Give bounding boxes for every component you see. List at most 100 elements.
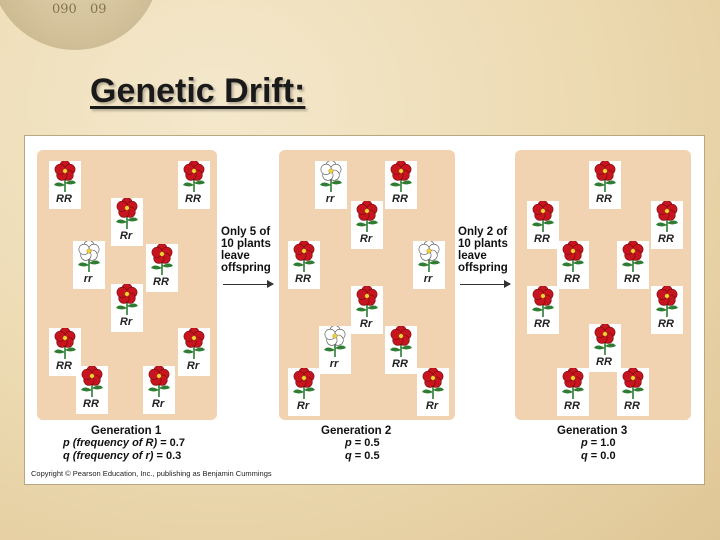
- genotype-label: RR: [153, 276, 169, 288]
- red-flower-icon: [386, 160, 416, 198]
- drift-note-2: Only 2 of 10 plants leave offspring: [458, 226, 508, 274]
- plant: RR: [49, 160, 81, 209]
- red-flower-icon: [179, 327, 209, 365]
- red-flower-icon: [77, 365, 107, 403]
- plant: RR: [178, 160, 210, 209]
- copyright-notice: Copyright © Pearson Education, Inc., pub…: [31, 469, 272, 478]
- genotype-label: rr: [325, 193, 335, 205]
- genotype-label: rr: [83, 273, 93, 285]
- plant: Rr: [111, 283, 143, 332]
- red-flower-icon: [289, 240, 319, 278]
- genotype-label: RR: [564, 273, 580, 285]
- genetic-drift-figure: Only 5 of 10 plants leave offspring Only…: [24, 135, 705, 485]
- genotype-label: Rr: [186, 360, 200, 372]
- plant: Rr: [111, 197, 143, 246]
- genotype-label: RR: [56, 360, 72, 372]
- white-flower-icon: [414, 240, 444, 278]
- genotype-label: Rr: [119, 230, 133, 242]
- red-flower-icon: [618, 367, 648, 405]
- plant: RR: [76, 365, 108, 414]
- plant: RR: [527, 285, 559, 334]
- plant: RR: [146, 243, 178, 292]
- genotype-label: RR: [596, 193, 612, 205]
- red-flower-icon: [528, 200, 558, 238]
- white-flower-icon: [74, 240, 104, 278]
- red-flower-icon: [590, 323, 620, 361]
- genotype-label: Rr: [359, 318, 373, 330]
- red-flower-icon: [558, 367, 588, 405]
- arrow-right-icon: [460, 280, 511, 288]
- drift-note-1: Only 5 of 10 plants leave offspring: [221, 226, 271, 274]
- genotype-label: RR: [658, 233, 674, 245]
- genotype-label: RR: [83, 398, 99, 410]
- white-flower-icon: [320, 325, 350, 363]
- plant: Rr: [143, 365, 175, 414]
- plant: RR: [617, 240, 649, 289]
- generation-2-title: Generation 2: [321, 425, 392, 437]
- red-flower-icon: [50, 327, 80, 365]
- generation-3-title: Generation 3: [557, 425, 628, 437]
- plant: RR: [557, 240, 589, 289]
- red-flower-icon: [652, 285, 682, 323]
- genotype-label: RR: [56, 193, 72, 205]
- genotype-label: RR: [624, 400, 640, 412]
- plant: RR: [589, 160, 621, 209]
- plant: RR: [617, 367, 649, 416]
- plant: RR: [288, 240, 320, 289]
- genotype-label: rr: [329, 358, 339, 370]
- genotype-label: Rr: [296, 400, 310, 412]
- red-flower-icon: [386, 325, 416, 363]
- generation-1-title: Generation 1: [91, 425, 162, 437]
- plant: RR: [651, 200, 683, 249]
- genotype-label: RR: [658, 318, 674, 330]
- plant: RR: [651, 285, 683, 334]
- plant: RR: [49, 327, 81, 376]
- white-flower-icon: [316, 160, 346, 198]
- red-flower-icon: [590, 160, 620, 198]
- plant: Rr: [178, 327, 210, 376]
- red-flower-icon: [618, 240, 648, 278]
- red-flower-icon: [652, 200, 682, 238]
- plant: RR: [589, 323, 621, 372]
- compass-decoration: [0, 0, 160, 50]
- plant: Rr: [351, 200, 383, 249]
- genotype-label: RR: [295, 273, 311, 285]
- red-flower-icon: [528, 285, 558, 323]
- plant: Rr: [288, 367, 320, 416]
- arrow-right-icon: [223, 280, 274, 288]
- red-flower-icon: [558, 240, 588, 278]
- plant: rr: [413, 240, 445, 289]
- plant: rr: [73, 240, 105, 289]
- plant: RR: [385, 160, 417, 209]
- generation-1-frequencies: p (frequency of R) = 0.7 q (frequency of…: [63, 437, 185, 462]
- genotype-label: Rr: [119, 316, 133, 328]
- red-flower-icon: [50, 160, 80, 198]
- plant: RR: [527, 200, 559, 249]
- genotype-label: RR: [596, 356, 612, 368]
- plant: RR: [557, 367, 589, 416]
- red-flower-icon: [352, 285, 382, 323]
- plant: rr: [319, 325, 351, 374]
- red-flower-icon: [179, 160, 209, 198]
- compass-number: 090: [52, 2, 77, 17]
- genotype-label: RR: [564, 400, 580, 412]
- generation-3-frequencies: p = 1.0 q = 0.0: [581, 437, 616, 462]
- slide-title: Genetic Drift:: [90, 72, 306, 110]
- plant: Rr: [351, 285, 383, 334]
- genotype-label: RR: [534, 233, 550, 245]
- genotype-label: RR: [534, 318, 550, 330]
- plant: RR: [385, 325, 417, 374]
- genotype-label: Rr: [425, 400, 439, 412]
- compass-number: 09: [90, 2, 107, 17]
- red-flower-icon: [147, 243, 177, 281]
- plant: Rr: [417, 367, 449, 416]
- red-flower-icon: [352, 200, 382, 238]
- genotype-label: RR: [392, 193, 408, 205]
- genotype-label: rr: [423, 273, 433, 285]
- genotype-label: RR: [392, 358, 408, 370]
- red-flower-icon: [289, 367, 319, 405]
- genotype-label: RR: [185, 193, 201, 205]
- generation-2-frequencies: p = 0.5 q = 0.5: [345, 437, 380, 462]
- red-flower-icon: [418, 367, 448, 405]
- genotype-label: Rr: [359, 233, 373, 245]
